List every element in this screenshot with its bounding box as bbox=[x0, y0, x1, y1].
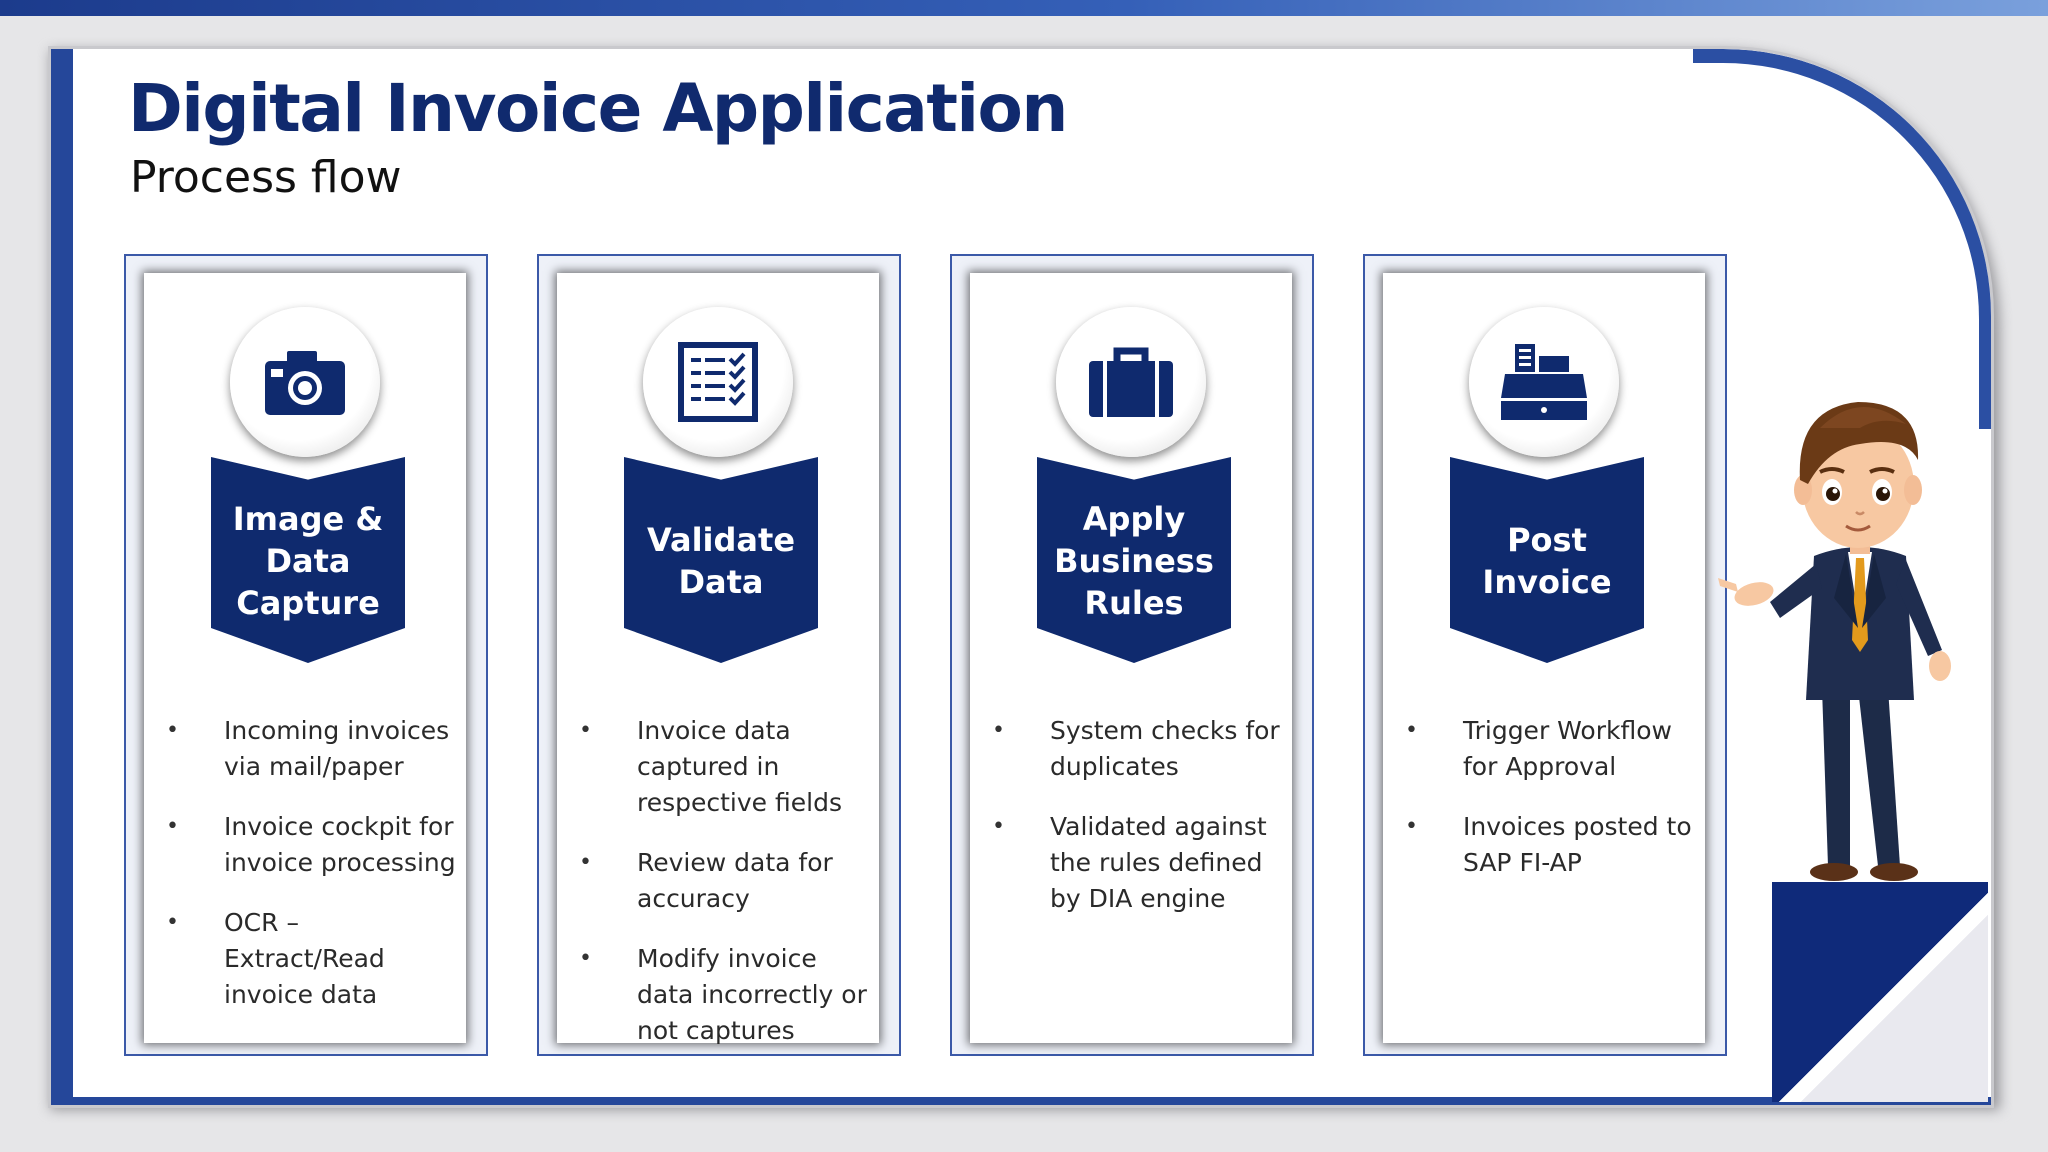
step-bullet: Invoices posted to SAP FI-AP bbox=[1405, 809, 1695, 881]
step-icon-circle bbox=[230, 307, 380, 457]
step-bullet-list: Invoice data captured in respective fiel… bbox=[579, 713, 869, 1073]
step-label: Post Invoice bbox=[1482, 521, 1612, 601]
briefcase-icon bbox=[1089, 347, 1173, 417]
step-bullet: Invoice data captured in respective fiel… bbox=[579, 713, 869, 821]
step-bullet: Validated against the rules defined by D… bbox=[992, 809, 1282, 917]
step-bullet-list: Trigger Workflow for Approval Invoices p… bbox=[1405, 713, 1695, 905]
step-card-apply-business-rules: Apply Business Rules System checks for d… bbox=[970, 273, 1292, 1043]
step-bullet-list: Incoming invoices via mail/paper Invoice… bbox=[166, 713, 456, 1037]
step-label: Validate Data bbox=[646, 521, 796, 601]
step-card-frame: Post Invoice Trigger Workflow for Approv… bbox=[1363, 254, 1727, 1056]
step-card-post-invoice: Post Invoice Trigger Workflow for Approv… bbox=[1383, 273, 1705, 1043]
slide-bottom-accent-bar bbox=[51, 1097, 1991, 1105]
checklist-icon bbox=[678, 342, 758, 422]
step-bullet-list: System checks for duplicates Validated a… bbox=[992, 713, 1282, 941]
step-card-frame: Apply Business Rules System checks for d… bbox=[950, 254, 1314, 1056]
step-bullet: Trigger Workflow for Approval bbox=[1405, 713, 1695, 785]
slide-corner-curve bbox=[1693, 49, 1991, 429]
step-bullet: Invoice cockpit for invoice processing bbox=[166, 809, 456, 881]
cash-register-icon bbox=[1501, 344, 1587, 420]
businessman-illustration bbox=[1718, 402, 1951, 881]
step-bullet: Modify invoice data incorrectly or not c… bbox=[579, 941, 869, 1049]
step-icon-circle bbox=[1056, 307, 1206, 457]
step-chevron: Image & Data Capture bbox=[211, 457, 405, 663]
step-chevron: Apply Business Rules bbox=[1037, 457, 1231, 663]
slide-left-accent-bar bbox=[51, 49, 73, 1105]
camera-icon bbox=[265, 351, 345, 415]
step-chevron: Validate Data bbox=[624, 457, 818, 663]
step-icon-circle bbox=[1469, 307, 1619, 457]
step-icon-circle bbox=[643, 307, 793, 457]
step-card-frame: Image & Data Capture Incoming invoices v… bbox=[124, 254, 488, 1056]
pedestal-page-curl bbox=[1772, 882, 1988, 1102]
step-bullet: Incoming invoices via mail/paper bbox=[166, 713, 456, 785]
step-bullet: System checks for duplicates bbox=[992, 713, 1282, 785]
step-label: Image & Data Capture bbox=[232, 500, 384, 622]
step-card-image-data-capture: Image & Data Capture Incoming invoices v… bbox=[144, 273, 466, 1043]
step-bullet: Review data for accuracy bbox=[579, 845, 869, 917]
step-label: Apply Business Rules bbox=[1054, 500, 1214, 622]
page-subtitle: Process flow bbox=[130, 152, 402, 203]
step-chevron: Post Invoice bbox=[1450, 457, 1644, 663]
step-bullet: OCR – Extract/Read invoice data bbox=[166, 905, 456, 1013]
page-title: Digital Invoice Application bbox=[128, 70, 1068, 147]
step-card-validate-data: Validate Data Invoice data captured in r… bbox=[557, 273, 879, 1045]
top-accent-band bbox=[0, 0, 2048, 16]
step-card-frame: Validate Data Invoice data captured in r… bbox=[537, 254, 901, 1056]
